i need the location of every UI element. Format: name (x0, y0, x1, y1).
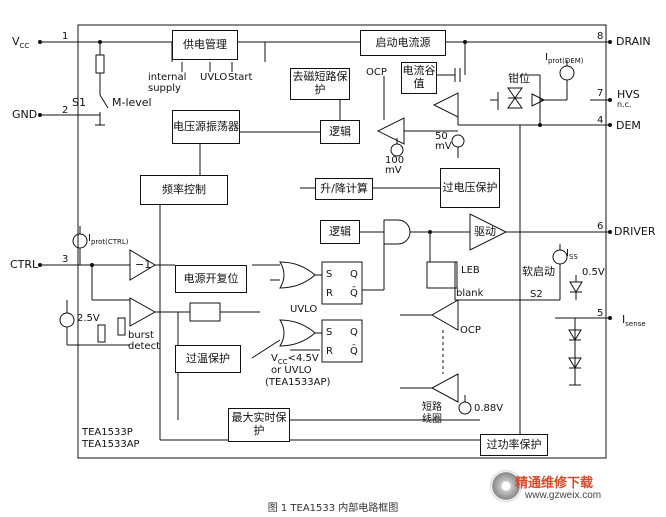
pin-label-dem: DEM (616, 119, 641, 132)
short-coil-label: 短路线圈 (422, 402, 442, 425)
por-block: 电源开复位 (175, 265, 247, 293)
50mv-label: 50 mV (435, 131, 452, 152)
part-number-1: TEA1533P (82, 427, 133, 438)
leb-label: LEB (461, 265, 480, 276)
0-88v-label: 0.88V (474, 403, 504, 414)
internal-supply-label: internal supply (148, 72, 187, 94)
watermark-title: 精通维修下载 (515, 476, 594, 491)
lowpass-block (189, 302, 221, 322)
pin-label-gnd: GND (12, 108, 38, 121)
latch1-s-label: S (326, 269, 333, 280)
pin-num-2: 2 (62, 105, 69, 116)
s2-label: S2 (530, 289, 543, 300)
uvlo-top-label: UVLO (200, 72, 228, 83)
updown-block: 升/降计算 (315, 178, 373, 200)
pin-label-hvs: HVS (617, 88, 640, 101)
start-label: Start (228, 72, 253, 83)
ocp-top-label: OCP (366, 67, 387, 78)
watermark-logo (490, 470, 522, 502)
latch1-r-label: R (326, 288, 333, 299)
and-gate (383, 219, 411, 245)
logic-block-1: 逻辑 (320, 120, 360, 144)
vcc45-label: VCC<4.5V (271, 353, 319, 366)
figure-caption: 图 1 TEA1533 内部电路框图 (267, 503, 399, 514)
ocp-comparator (430, 299, 459, 331)
pin-label-ctrl: CTRL (10, 258, 39, 271)
freq-control-block: 频率控制 (140, 175, 228, 205)
or-uvlo-label: or UVLO (271, 365, 312, 376)
short-coil-comparator (430, 373, 459, 403)
latch1-qbar-label: Q̄ (350, 288, 358, 299)
latch2-s-label: S (326, 327, 333, 338)
pin-num-4: 4 (597, 115, 604, 126)
watermark-url: www.gzweix.com (525, 490, 602, 501)
iss-label: ISS (566, 248, 578, 261)
sr-latch-1 (321, 261, 363, 305)
latch2-q-label: Q (350, 327, 358, 338)
or-gate-1 (279, 261, 316, 289)
inverter-amp (129, 249, 156, 281)
pin-label-driver: DRIVER (614, 225, 656, 238)
pin-label-drain: DRAIN (616, 35, 651, 48)
pin-num-1: 1 (62, 31, 69, 42)
startup-current-block: 启动电流源 (360, 30, 446, 56)
m-level-label: M-level (112, 96, 152, 109)
burst-detect-label: burst detect (128, 330, 160, 352)
burst-comparator (129, 297, 157, 327)
pin-label-isense: Isense (622, 313, 646, 329)
pin-num-7: 7 (597, 88, 604, 99)
iprot-ctrl-label: Iprot(CTRL) (88, 233, 129, 246)
overpower-block: 过功率保护 (480, 434, 548, 456)
clamp-label: 钳位 (508, 72, 530, 85)
pin-num-6: 6 (597, 221, 604, 232)
otp-block: 过温保护 (175, 345, 241, 373)
s1-label: S1 (72, 96, 86, 109)
power-management-block: 供电管理 (172, 30, 238, 60)
latch1-q-label: Q (350, 269, 358, 280)
tea1533ap-paren-label: (TEA1533AP) (265, 377, 331, 388)
latch2-r-label: R (326, 346, 333, 357)
minus1-label: −1 (135, 258, 152, 271)
ocp-label: OCP (460, 325, 481, 336)
ic-outline (77, 24, 607, 459)
driver-label: 驱动 (474, 225, 496, 238)
uvlo-label: UVLO (290, 304, 318, 315)
pin-num-3: 3 (62, 254, 69, 265)
100mv-label: 100 mV (385, 155, 405, 176)
max-on-block: 最大实时保护 (228, 408, 290, 442)
valley-block: 电流谷值 (401, 62, 437, 94)
or-gate-2 (279, 319, 316, 347)
logic-block-2: 逻辑 (320, 220, 360, 244)
voltage-osc-block: 电压源振荡器 (172, 110, 240, 144)
leb-block (426, 261, 458, 289)
pin-num-5: 5 (597, 308, 604, 319)
ovp-block: 过电压保护 (440, 168, 500, 208)
comparator-valley (432, 92, 459, 118)
iprot-dem-label: Iprot(DEM) (545, 52, 584, 65)
sr-latch-2 (321, 319, 363, 363)
comparator-50mv (376, 117, 405, 145)
latch2-qbar-label: Q̄ (350, 346, 358, 357)
demag-short-block: 去磁短路保护 (290, 68, 350, 100)
0-5v-label: 0.5V (582, 267, 605, 278)
part-number-2: TEA1533AP (82, 439, 140, 450)
soft-start-label: 软启动 (522, 265, 555, 278)
blank-label: blank (456, 288, 484, 299)
pin-num-8: 8 (597, 31, 604, 42)
2-5v-label: 2.5V (77, 313, 100, 324)
pin-label-nc: n.c. (617, 100, 632, 109)
pin-label-vcc: VCC (12, 35, 30, 51)
